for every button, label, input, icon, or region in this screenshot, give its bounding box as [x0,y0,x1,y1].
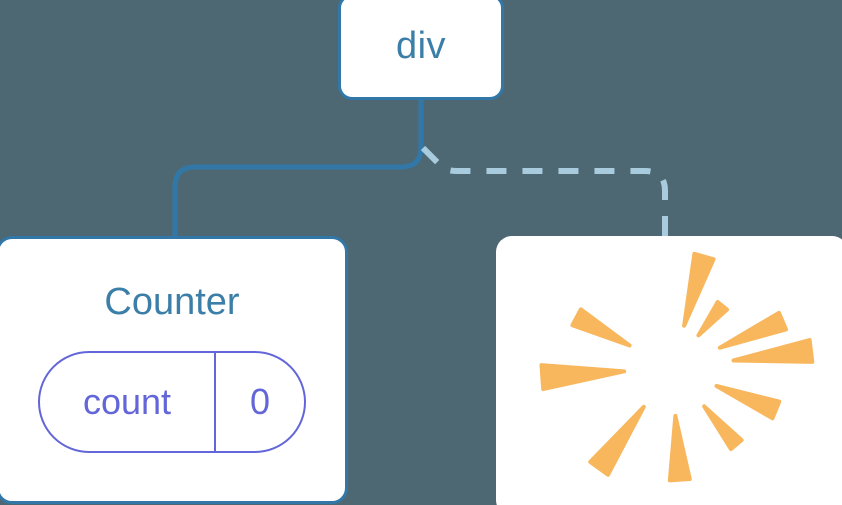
sparkle-ray-3 [717,310,788,350]
sparkle-burst-icon [539,251,815,483]
node-counter[interactable]: Counter count 0 [0,236,348,504]
sparkle-ray-1 [682,251,716,328]
state-pill-value: 0 [249,381,271,422]
sparkle-ray-5 [714,383,782,421]
node-counter-label: Counter [104,281,240,323]
sparkle-ray-10 [570,307,632,348]
edge-div-to-counter [172,97,424,243]
node-div[interactable]: div [338,0,504,100]
sparkle-ray-6 [702,404,744,452]
edge-div-to-highlight [420,145,668,240]
node-div-label: div [395,25,447,67]
state-pill-divider [214,353,216,451]
sparkle-ray-2 [696,300,730,338]
sparkle-ray-9 [539,363,627,392]
state-pill-count[interactable]: count 0 [38,351,306,453]
state-pill-key: count [82,381,172,422]
sparkle-ray-8 [588,404,646,477]
node-render-highlight[interactable] [496,236,842,505]
sparkle-ray-7 [667,413,692,483]
sparkle-ray-4 [731,338,815,364]
